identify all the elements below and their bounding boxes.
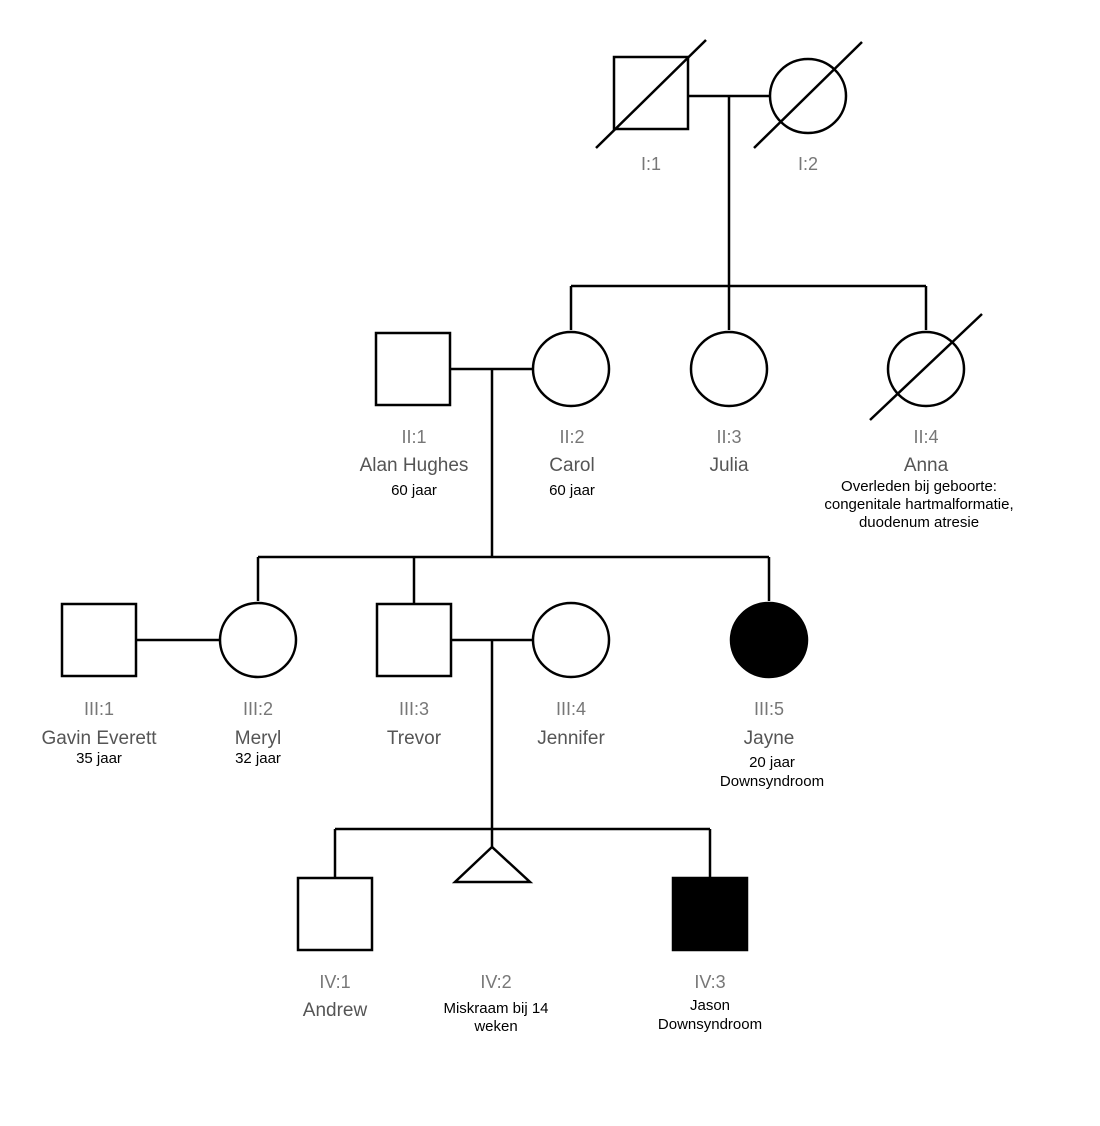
label-III-1: III:1 bbox=[84, 699, 114, 719]
label-II-1: II:1 bbox=[401, 427, 426, 447]
note-IV-2-line1: Miskraam bij 14 bbox=[443, 1000, 548, 1017]
note-IV-3-name: Jason bbox=[690, 997, 730, 1014]
note-II-4-line2: congenitale hartmalformatie, bbox=[824, 496, 1013, 513]
name-IV-1: Andrew bbox=[303, 1000, 368, 1021]
label-II-4: II:4 bbox=[913, 427, 938, 447]
name-II-2: Carol bbox=[549, 455, 594, 476]
individual-III-4-female bbox=[531, 601, 611, 679]
individual-III-1-male bbox=[60, 602, 138, 678]
individual-II-3-female bbox=[689, 330, 769, 408]
label-IV-1: IV:1 bbox=[319, 972, 350, 992]
label-I-1: I:1 bbox=[641, 154, 661, 174]
note-III-1-age: 35 jaar bbox=[76, 750, 122, 767]
individual-IV-3-male-affected bbox=[671, 876, 749, 952]
deceased-slash-II-4 bbox=[869, 313, 983, 421]
label-IV-2: IV:2 bbox=[480, 972, 511, 992]
note-IV-3-condition: Downsyndroom bbox=[658, 1016, 762, 1033]
note-III-5-condition: Downsyndroom bbox=[720, 773, 824, 790]
deceased-slash-I-2 bbox=[753, 41, 863, 149]
name-III-3: Trevor bbox=[387, 728, 442, 749]
name-III-5: Jayne bbox=[744, 728, 795, 749]
name-II-1: Alan Hughes bbox=[360, 455, 469, 476]
name-III-1: Gavin Everett bbox=[41, 728, 157, 749]
label-II-2: II:2 bbox=[559, 427, 584, 447]
name-II-4: Anna bbox=[904, 455, 949, 476]
note-II-4-line3: duodenum atresie bbox=[859, 514, 979, 531]
individual-IV-2-miscarriage bbox=[451, 845, 534, 884]
individual-III-5-female-affected bbox=[729, 601, 809, 679]
note-II-4-line1: Overleden bij geboorte: bbox=[841, 478, 997, 495]
name-III-4: Jennifer bbox=[537, 728, 605, 749]
label-III-5: III:5 bbox=[754, 699, 784, 719]
individual-III-3-male bbox=[375, 602, 453, 678]
label-III-3: III:3 bbox=[399, 699, 429, 719]
note-II-1-age: 60 jaar bbox=[391, 482, 437, 499]
individual-II-1-male bbox=[374, 331, 452, 407]
label-III-4: III:4 bbox=[556, 699, 586, 719]
note-IV-2-line2: weken bbox=[473, 1018, 517, 1035]
individual-III-2-female bbox=[218, 601, 298, 679]
label-III-2: III:2 bbox=[243, 699, 273, 719]
individual-II-2-female bbox=[531, 330, 611, 408]
deceased-slash-I-1 bbox=[595, 39, 707, 149]
label-I-2: I:2 bbox=[798, 154, 818, 174]
label-II-3: II:3 bbox=[716, 427, 741, 447]
individual-IV-1-male bbox=[296, 876, 374, 952]
name-III-2: Meryl bbox=[235, 728, 281, 749]
note-III-5-age: 20 jaar bbox=[749, 754, 795, 771]
name-II-3: Julia bbox=[709, 455, 749, 476]
note-II-2-age: 60 jaar bbox=[549, 482, 595, 499]
note-III-2-age: 32 jaar bbox=[235, 750, 281, 767]
label-IV-3: IV:3 bbox=[694, 972, 725, 992]
